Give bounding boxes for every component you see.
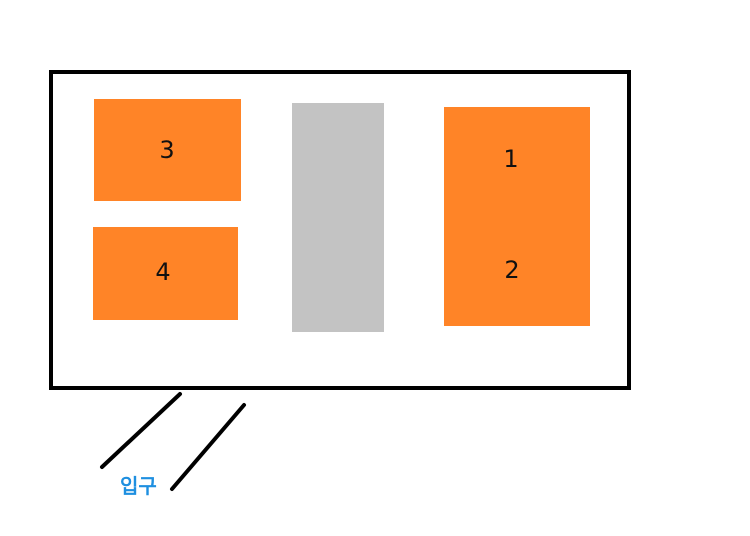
block-3-label: 3	[159, 136, 175, 164]
block-3	[94, 99, 241, 201]
entrance-line-right	[170, 403, 246, 491]
center-aisle	[292, 103, 384, 332]
block-1-label: 1	[503, 145, 519, 173]
block-1-2	[444, 107, 590, 326]
block-2-label: 2	[504, 256, 520, 284]
entrance-label: 입구	[120, 474, 157, 498]
room-outline	[49, 70, 631, 390]
entrance-line-left	[100, 392, 182, 469]
block-4-label: 4	[155, 258, 171, 286]
block-4	[93, 227, 238, 320]
